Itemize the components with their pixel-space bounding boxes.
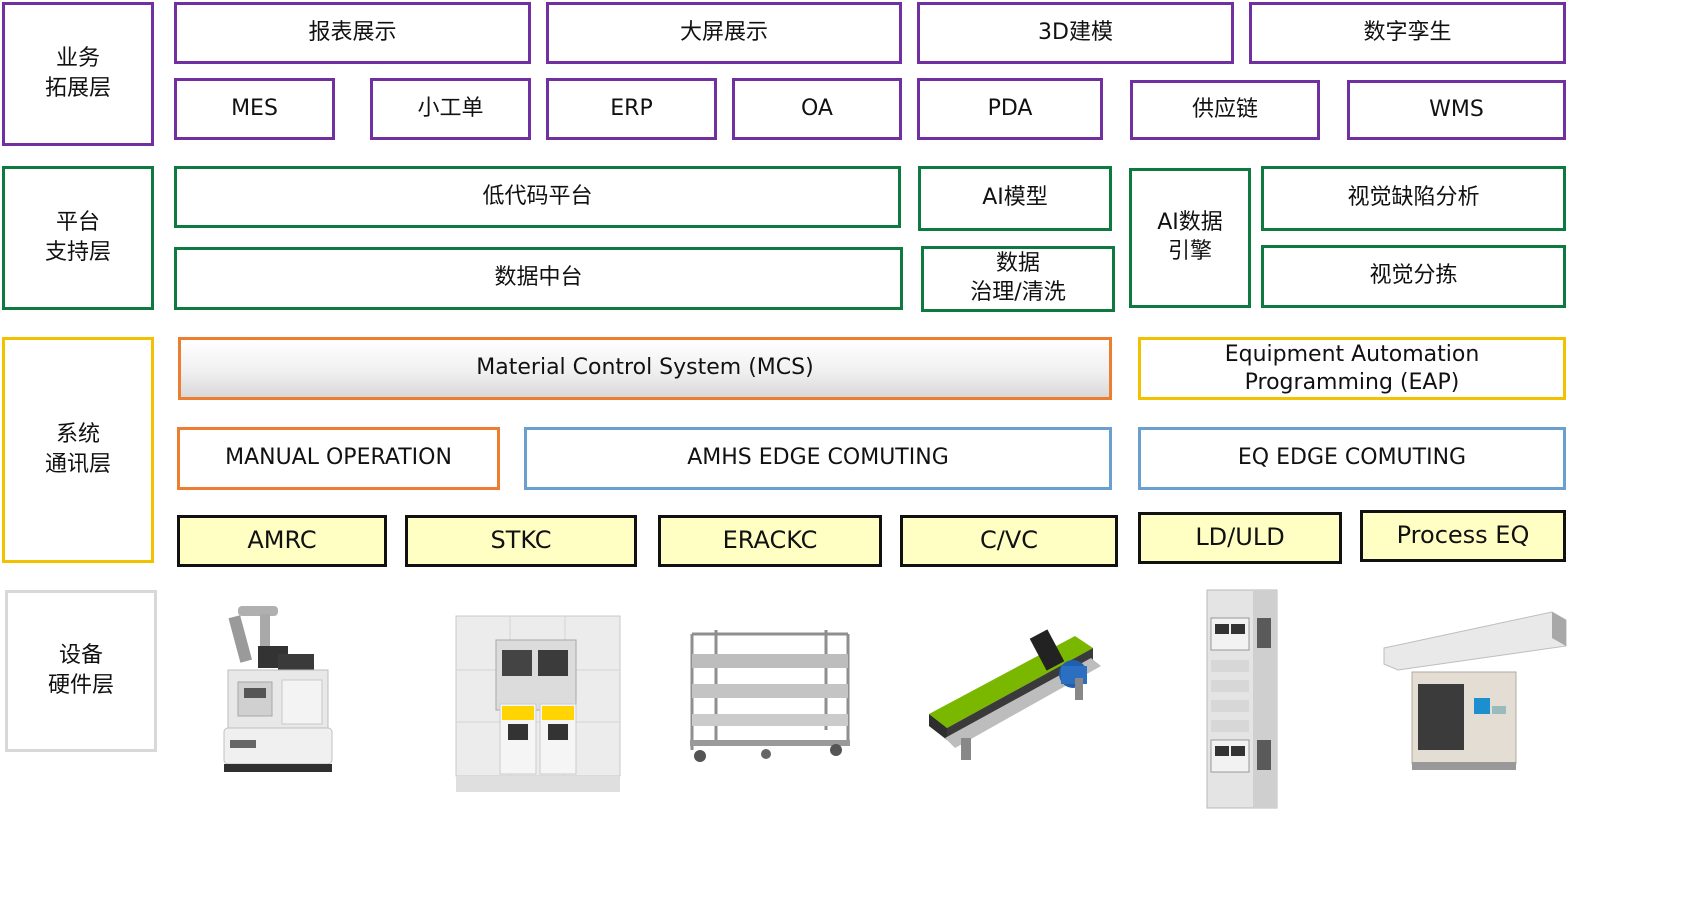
conveyor-icon	[925, 618, 1107, 766]
business-mes: MES	[174, 78, 335, 140]
controller-erackc: ERACKC	[658, 515, 882, 567]
platform-data-governance: 数据 治理/清洗	[921, 246, 1115, 312]
platform-vision-sorting: 视觉分拣	[1261, 245, 1566, 308]
platform-ai-engine: AI数据 引擎	[1129, 168, 1251, 308]
erack-icon	[686, 628, 854, 766]
comm-mcs: Material Control System (MCS)	[178, 337, 1112, 400]
comm-eq-edge: EQ EDGE COMUTING	[1138, 427, 1566, 490]
layer-label-hardware: 设备 硬件层	[5, 590, 157, 752]
controller-cvc: C/VC	[900, 515, 1118, 567]
platform-ai-model: AI模型	[918, 166, 1112, 231]
business-wms: WMS	[1347, 80, 1566, 140]
business-small-order: 小工单	[370, 78, 531, 140]
comm-amhs-edge: AMHS EDGE COMUTING	[524, 427, 1112, 490]
platform-vision-defect: 视觉缺陷分析	[1261, 166, 1566, 231]
business-big-screen: 大屏展示	[546, 2, 902, 64]
layer-label-business: 业务 拓展层	[2, 2, 154, 146]
comm-eap: Equipment Automation Programming (EAP)	[1138, 337, 1566, 400]
business-supply-chain: 供应链	[1130, 80, 1320, 140]
stocker-icon	[410, 610, 655, 798]
business-3d-modeling: 3D建模	[917, 2, 1234, 64]
amr-robot-icon	[220, 598, 336, 778]
controller-stkc: STKC	[405, 515, 637, 567]
loader-tower-icon	[1203, 588, 1281, 810]
business-digital-twin: 数字孪生	[1249, 2, 1566, 64]
process-eq-icon	[1382, 606, 1568, 772]
layer-label-communication: 系统 通讯层	[2, 337, 154, 563]
controller-ld-uld: LD/ULD	[1138, 512, 1342, 564]
layer-label-platform: 平台 支持层	[2, 166, 154, 310]
business-report-display: 报表展示	[174, 2, 531, 64]
business-oa: OA	[732, 78, 902, 140]
controller-amrc: AMRC	[177, 515, 387, 567]
platform-data-middle: 数据中台	[174, 247, 903, 310]
business-erp: ERP	[546, 78, 717, 140]
platform-low-code: 低代码平台	[174, 166, 901, 228]
business-pda: PDA	[917, 78, 1103, 140]
controller-process-eq: Process EQ	[1360, 510, 1566, 562]
comm-manual-operation: MANUAL OPERATION	[177, 427, 500, 490]
